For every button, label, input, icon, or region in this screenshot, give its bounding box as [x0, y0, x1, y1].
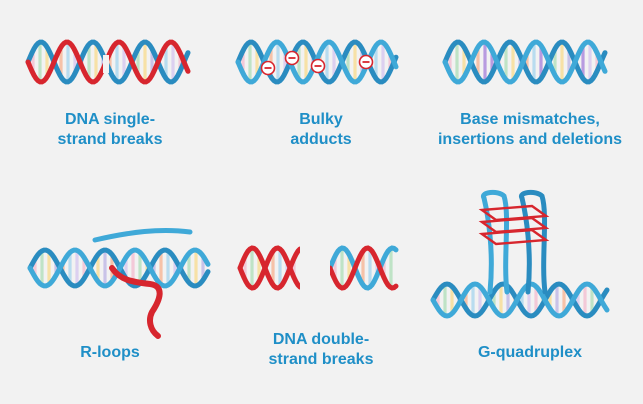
- label-line: Bulky: [299, 111, 343, 128]
- dna-mismatch-icon: [442, 39, 608, 85]
- label-bulky-adducts: Bulky adducts: [211, 110, 431, 150]
- strand-front: [237, 245, 303, 291]
- label-dna-single-strand-breaks: DNA single- strand breaks: [0, 110, 220, 150]
- dna-single-strand-break-icon: [25, 39, 191, 85]
- label-g-quadruplex: G-quadruplex: [420, 343, 640, 363]
- label-line: Base mismatches,: [460, 111, 600, 128]
- label-line: strand breaks: [268, 351, 374, 368]
- g-tetrad: [478, 228, 550, 246]
- rna-strand: [109, 265, 163, 339]
- label-r-loops: R-loops: [0, 343, 220, 363]
- r-loop-icon: [27, 227, 211, 339]
- strand-front: [430, 281, 610, 319]
- break-gap: [300, 242, 330, 294]
- dna-bulky-adduct-icon: [235, 39, 399, 85]
- g-quadruplex-icon: [430, 189, 610, 319]
- strand-front: [442, 39, 608, 85]
- g-tetrad: [478, 216, 550, 234]
- label-base-mismatches: Base mismatches, insertions and deletion…: [420, 110, 640, 150]
- label-dna-double-strand-breaks: DNA double- strand breaks: [211, 330, 431, 370]
- strand-front: [327, 245, 399, 291]
- strand-gap: [103, 55, 109, 73]
- label-line: DNA single-: [64, 111, 156, 128]
- quadruplex-arm-right: [518, 189, 548, 295]
- label-line: insertions and deletions: [437, 131, 623, 148]
- label-line: R-loops: [80, 344, 140, 361]
- strand-front: [27, 247, 211, 289]
- label-line: DNA double-: [272, 331, 370, 348]
- dna-double-strand-break-icon: [237, 242, 399, 294]
- displaced-strand: [92, 227, 193, 243]
- label-line: adducts: [290, 131, 352, 148]
- label-line: strand breaks: [57, 131, 163, 148]
- g-tetrad: [478, 204, 550, 222]
- label-line: G-quadruplex: [477, 344, 582, 361]
- strand-back: [327, 245, 399, 291]
